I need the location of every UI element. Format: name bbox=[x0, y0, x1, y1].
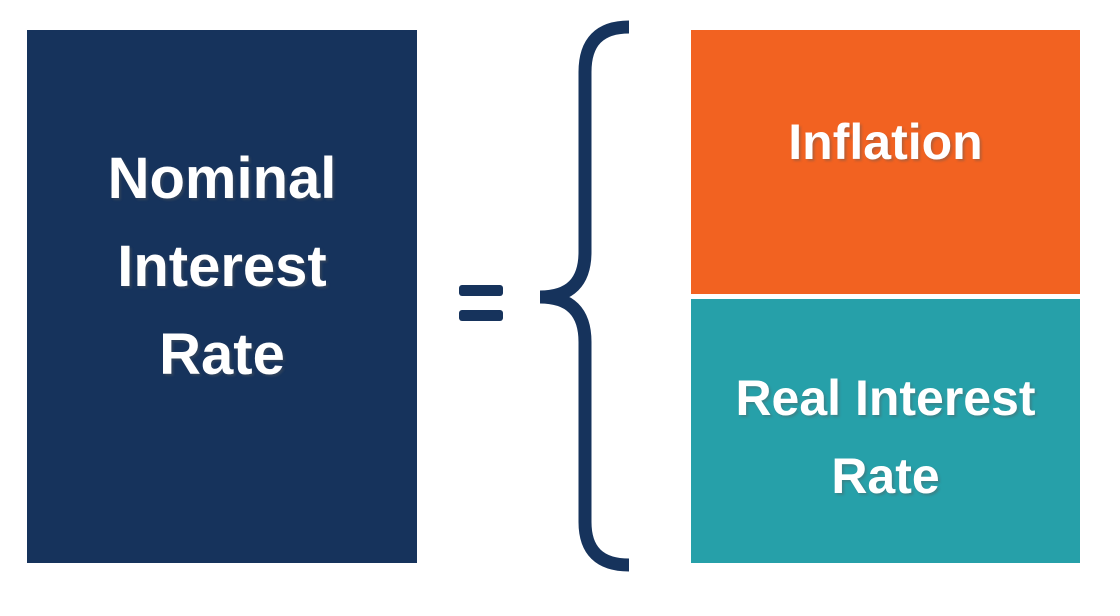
nominal-interest-rate-label: Nominal Interest Rate bbox=[108, 135, 337, 399]
real-interest-rate-box: Real Interest Rate bbox=[691, 299, 1080, 563]
inflation-box: Inflation bbox=[691, 30, 1080, 294]
label-line: Rate bbox=[159, 321, 285, 387]
label-line: Inflation bbox=[788, 114, 983, 170]
real-interest-rate-label: Real Interest Rate bbox=[735, 359, 1035, 515]
equals-bottom-bar bbox=[459, 310, 503, 321]
label-line: Interest bbox=[117, 233, 327, 299]
label-line: Nominal bbox=[107, 145, 337, 211]
equals-top-bar bbox=[459, 285, 503, 296]
nominal-interest-rate-box: Nominal Interest Rate bbox=[27, 30, 417, 563]
inflation-label: Inflation bbox=[788, 112, 982, 172]
label-line: Real Interest bbox=[735, 370, 1036, 426]
label-line: Rate bbox=[831, 448, 940, 504]
equals-sign bbox=[459, 285, 503, 321]
